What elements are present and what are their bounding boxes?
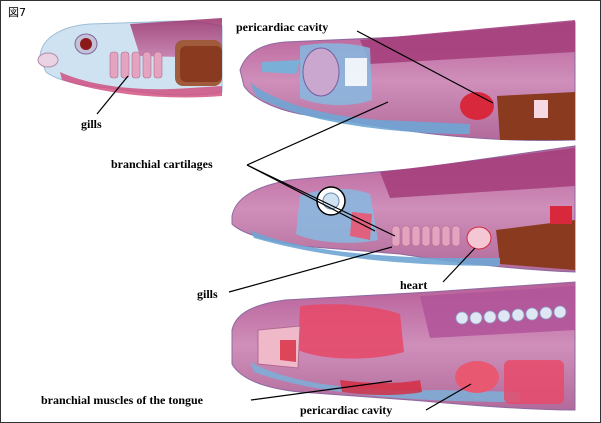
heart-1	[460, 92, 494, 120]
label-pericardiac-cavity-top: pericardiac cavity	[236, 21, 328, 33]
label-gills-top: gills	[81, 118, 102, 130]
label-branchial-cartilages: branchial cartilages	[111, 158, 213, 170]
heart-3	[455, 361, 499, 393]
label-heart: heart	[400, 279, 427, 291]
section-small	[38, 18, 222, 97]
section-2	[232, 146, 575, 272]
label-gills-mid: gills	[197, 288, 218, 300]
leader-gills-mid	[229, 247, 392, 292]
section-3	[232, 282, 575, 410]
section-1	[240, 20, 575, 141]
label-pericardiac-cavity-bottom: pericardiac cavity	[300, 404, 392, 416]
eye-small	[80, 38, 92, 50]
label-branchial-muscles: branchial muscles of the tongue	[41, 394, 203, 406]
